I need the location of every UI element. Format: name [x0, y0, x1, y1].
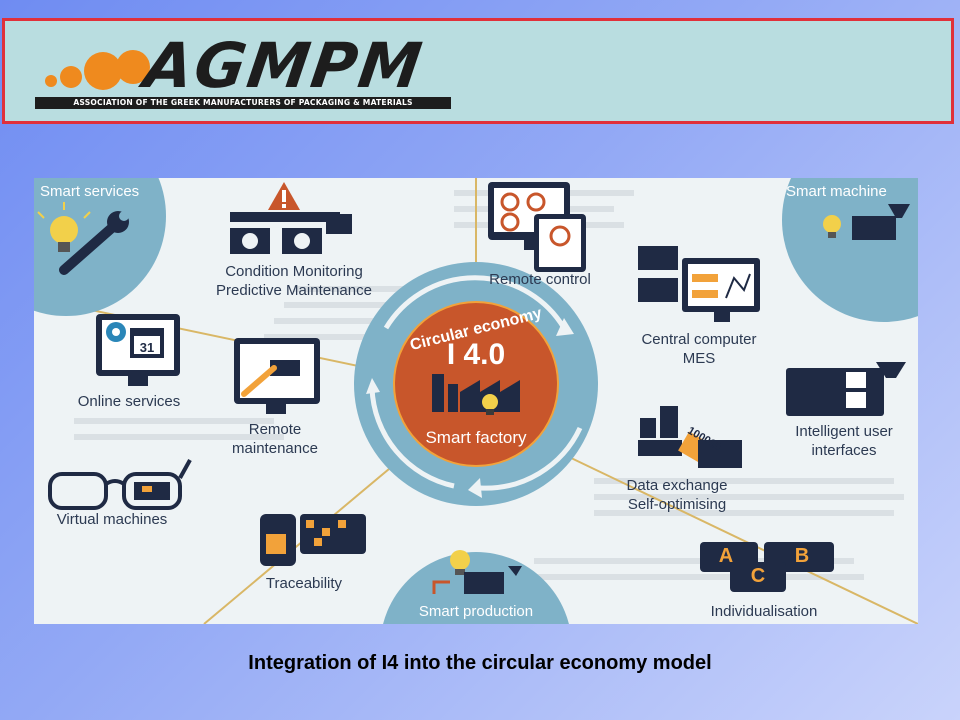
- i40-badge: I 4.0: [446, 338, 506, 371]
- traceability-icon: [260, 514, 366, 566]
- logo-subtitle: ASSOCIATION OF THE GREEK MANUFACTURERS O…: [35, 97, 451, 109]
- letter-b: B: [794, 545, 810, 567]
- individualisation-label: Individualisation: [710, 603, 818, 620]
- smart-machine-circle: [782, 178, 918, 322]
- online-services-icon: [96, 314, 180, 386]
- virtual-machines-icon: [48, 459, 192, 510]
- remote-maintenance-icon: [234, 338, 320, 414]
- condition-monitoring-icon: [230, 182, 352, 254]
- calendar-day-text: 31: [139, 340, 155, 355]
- divider-right: [545, 445, 918, 624]
- remote-control-label: Remote control: [489, 271, 591, 288]
- circular-economy-diagram: Smart services Smart machine Smart produ…: [34, 178, 918, 624]
- smart-production-icon: [432, 550, 522, 594]
- condition-monitoring-label: Condition Monitoring Predictive Maintena…: [216, 263, 372, 299]
- intelligent-ui-label: Intelligent user interfaces: [795, 423, 893, 459]
- data-exchange-label: Data exchange Self-optimising: [626, 477, 728, 513]
- online-services-label: Online services: [77, 393, 181, 410]
- smart-services-label: Smart services: [40, 183, 140, 200]
- slide-caption: Integration of I4 into the circular econ…: [248, 652, 712, 674]
- letter-c: C: [750, 565, 766, 587]
- bulb-icon: [482, 394, 498, 415]
- bulb-wrench-icon: [37, 202, 129, 275]
- remote-control-icon: [488, 182, 586, 272]
- central-computer-label: Central computer MES: [641, 331, 757, 367]
- smart-machine-label: Smart machine: [786, 183, 887, 200]
- traceability-label: Traceability: [265, 575, 343, 592]
- data-exchange-icon: [638, 406, 742, 468]
- smart-services-circle: [34, 178, 166, 316]
- logo-dots-icon: [45, 50, 150, 90]
- smart-factory-label: Smart factory: [425, 428, 527, 447]
- virtual-machines-label: Virtual machines: [56, 511, 168, 528]
- intelligent-ui-icon: [786, 362, 906, 416]
- logo-wordmark: AGMPM: [139, 29, 428, 102]
- central-computer-icon: [638, 246, 760, 322]
- header-banner: AGMPM ASSOCIATION OF THE GREEK MANUFACTU…: [2, 18, 954, 124]
- remote-maintenance-label: Remote maintenance: [232, 421, 318, 457]
- diagram-graphics: [34, 178, 918, 624]
- smart-machine-icon: [823, 204, 910, 240]
- smart-production-label: Smart production: [418, 603, 534, 620]
- letter-a: A: [718, 545, 734, 567]
- individualisation-icon: [700, 542, 834, 592]
